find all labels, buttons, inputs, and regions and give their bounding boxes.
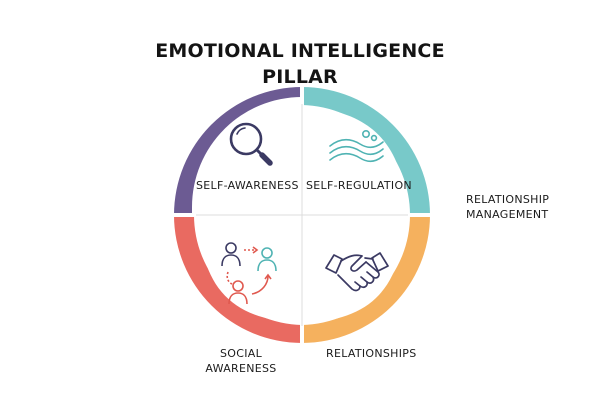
quadrant-inner-top-left bbox=[200, 108, 296, 210]
label-social-awareness: SOCIAL AWARENESS bbox=[196, 346, 286, 376]
label-relationship-management-line-2: MANAGEMENT bbox=[466, 208, 549, 221]
label-self-regulation: SELF-REGULATION bbox=[306, 179, 412, 192]
quadrant-ring-bottom-right bbox=[302, 215, 430, 343]
label-social-awareness-line-2: AWARENESS bbox=[205, 362, 277, 375]
label-relationship-management-line-1: RELATIONSHIP bbox=[466, 193, 550, 206]
quadrant-ring-top-left bbox=[174, 87, 302, 215]
label-social-awareness-line-1: SOCIAL bbox=[219, 347, 263, 360]
quadrant-ring-top-right bbox=[302, 87, 430, 215]
handshake-icon bbox=[325, 252, 389, 292]
label-relationship-management: RELATIONSHIP MANAGEMENT bbox=[466, 192, 549, 222]
people-network-icon bbox=[221, 242, 277, 305]
quadrant-ring-bottom-left bbox=[174, 215, 302, 343]
label-self-awareness: SELF-AWARENESS bbox=[196, 179, 299, 192]
title-line-2: PILLAR bbox=[262, 66, 338, 88]
title-line-1: EMOTIONAL INTELLIGENCE bbox=[155, 40, 445, 62]
quadrant-inner-bottom-left bbox=[200, 220, 296, 322]
diagram-title: EMOTIONAL INTELLIGENCE PILLAR bbox=[0, 38, 600, 90]
quadrant-inner-top-right bbox=[308, 108, 405, 210]
waves-icon bbox=[329, 130, 384, 162]
label-relationships: RELATIONSHIPS bbox=[326, 347, 417, 360]
magnifying-glass-icon bbox=[229, 122, 273, 166]
